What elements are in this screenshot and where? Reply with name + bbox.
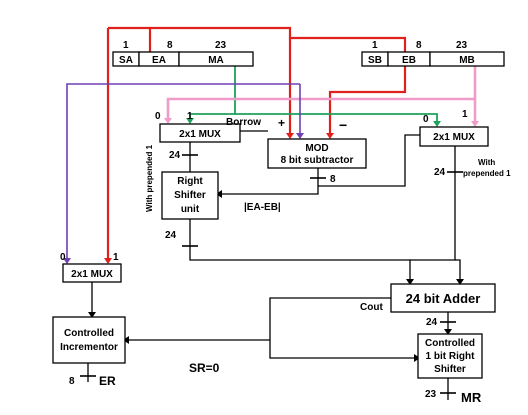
mux-exponent-box xyxy=(62,263,122,283)
register-b: 1 8 23 SB EB MB xyxy=(361,40,505,67)
arrow-sub-plus xyxy=(286,133,294,139)
right-shifter-box xyxy=(161,171,219,220)
mux-left-box xyxy=(159,123,241,143)
right-shifter: Right Shifter unit 24 xyxy=(161,171,219,241)
field-mb-label: MB xyxy=(459,55,475,66)
prepend-right-line2: prepended 1 xyxy=(463,169,511,178)
incrementor: Controlled Incrementor 8 ER xyxy=(52,316,126,388)
mux-exponent-input0: 0 xyxy=(60,252,66,263)
norm-shifter-line2: 1 bit Right xyxy=(426,351,476,362)
subtractor-line2: 8 bit subtractor xyxy=(281,155,354,166)
mux-left-input0: 0 xyxy=(155,111,161,122)
field-ma-label: MA xyxy=(208,55,224,66)
adder-label: 24 bit Adder xyxy=(406,291,481,306)
plus-sign: + xyxy=(278,116,285,130)
exponent-a-wire xyxy=(148,26,407,66)
prepend-right-line1: With xyxy=(478,158,495,167)
cout-label: Cout xyxy=(360,302,383,313)
field-mb xyxy=(429,51,505,67)
bit-width-ea: 8 xyxy=(167,40,173,51)
bit-width-sb: 1 xyxy=(372,40,378,51)
cout-wire xyxy=(269,297,418,359)
sub-out-wire xyxy=(218,168,319,195)
adder-box xyxy=(390,283,496,313)
mux-left-label: 2x1 MUX xyxy=(179,129,221,140)
right-shifter-line2: Shifter xyxy=(174,190,206,201)
field-sb-label: SB xyxy=(368,55,382,66)
mantissa-a-wire xyxy=(189,66,236,122)
mux-left-out-width: 24 xyxy=(169,150,181,161)
register-a: 1 8 23 SA EA MA xyxy=(112,40,254,67)
arrow-sub-minus xyxy=(326,133,334,139)
mux-right-label: 2x1 MUX xyxy=(433,132,475,143)
field-sa-label: SA xyxy=(119,55,133,66)
bit-width-sa: 1 xyxy=(123,40,129,51)
mantissa-b-wire xyxy=(166,66,477,122)
norm-shifter-line1: Controlled xyxy=(425,338,475,349)
right-shifter-line1: Right xyxy=(177,176,203,187)
sign-result: SR=0 xyxy=(189,361,220,375)
field-ea-label: EA xyxy=(152,55,166,66)
arrow-adder-a xyxy=(406,279,414,285)
bit-width-eb: 8 xyxy=(416,40,422,51)
incrementor-line1: Controlled xyxy=(64,328,114,339)
diff-label: |EA-EB| xyxy=(244,202,281,213)
mux-right-out-width: 24 xyxy=(434,167,446,178)
shifter-out-width: 24 xyxy=(165,230,177,241)
mantissa-result: MR xyxy=(461,390,482,405)
field-eb-label: EB xyxy=(402,55,416,66)
minus-sign: − xyxy=(339,117,347,133)
exponent-result: ER xyxy=(99,374,116,388)
subtractor-line1: MOD xyxy=(305,143,328,154)
incrementor-out-width: 8 xyxy=(69,376,75,387)
mux-exponent-label: 2x1 MUX xyxy=(71,269,113,280)
prepend-left-label: With prepended 1 xyxy=(145,144,154,212)
mux-exponent-input1: 1 xyxy=(113,252,119,263)
mux-right-input1: 1 xyxy=(462,109,468,120)
mux-left-input1: 1 xyxy=(187,111,193,122)
arrow-green-left xyxy=(186,118,194,124)
borrow-label: Borrow xyxy=(226,117,261,128)
incrementor-line2: Incrementor xyxy=(60,342,118,353)
subtractor-out-width: 8 xyxy=(330,174,336,185)
arrow-inc-in xyxy=(88,312,96,318)
mux-right-out-wire xyxy=(410,146,456,261)
bit-width-mb: 23 xyxy=(456,40,468,51)
borrow-select-wire xyxy=(66,83,150,262)
subtractor: Borrow + − MOD 8 bit subtractor 8 |EA-EB… xyxy=(226,116,367,213)
norm-shifter: Controlled 1 bit Right Shifter 23 MR xyxy=(417,333,483,405)
arrow-purple-mux xyxy=(63,258,71,264)
arrow-exp-mux xyxy=(104,258,112,264)
norm-shifter-box xyxy=(417,333,483,379)
arrow-cout-norm xyxy=(414,354,420,362)
adder-out-width: 24 xyxy=(426,317,438,328)
mux-left: 0 1 2x1 MUX xyxy=(155,111,241,143)
arrow-pink-left xyxy=(164,118,172,124)
mux-right: 0 1 2x1 MUX xyxy=(419,109,489,147)
arrow-green-right xyxy=(433,121,441,127)
shifter-out-wire xyxy=(189,219,411,283)
norm-out-width: 23 xyxy=(425,389,437,400)
arrow-adder-b xyxy=(456,279,464,285)
mantissa-a-right-wire xyxy=(235,113,438,125)
arrow-norm-in xyxy=(444,329,452,335)
subtractor-box xyxy=(267,138,367,169)
arrow-incrementor xyxy=(123,336,129,344)
bit-width-ma: 23 xyxy=(215,40,227,51)
arrow-shifter-in xyxy=(216,190,222,198)
mux-right-box xyxy=(419,126,489,147)
arrow-purple-sub xyxy=(296,133,304,139)
adder: 24 bit Adder Cout 24 xyxy=(360,283,496,328)
adder-in-b-wire xyxy=(455,259,461,283)
field-ma xyxy=(178,51,254,67)
incrementor-box xyxy=(52,316,126,364)
right-shifter-line3: unit xyxy=(181,204,200,215)
mux-exponent: 0 1 2x1 MUX xyxy=(60,252,122,283)
mux-right-input0: 0 xyxy=(423,114,429,125)
norm-shifter-line3: Shifter xyxy=(434,364,466,375)
mux-right-ctrl-wire xyxy=(318,134,420,187)
arrow-pink-right xyxy=(471,121,479,127)
